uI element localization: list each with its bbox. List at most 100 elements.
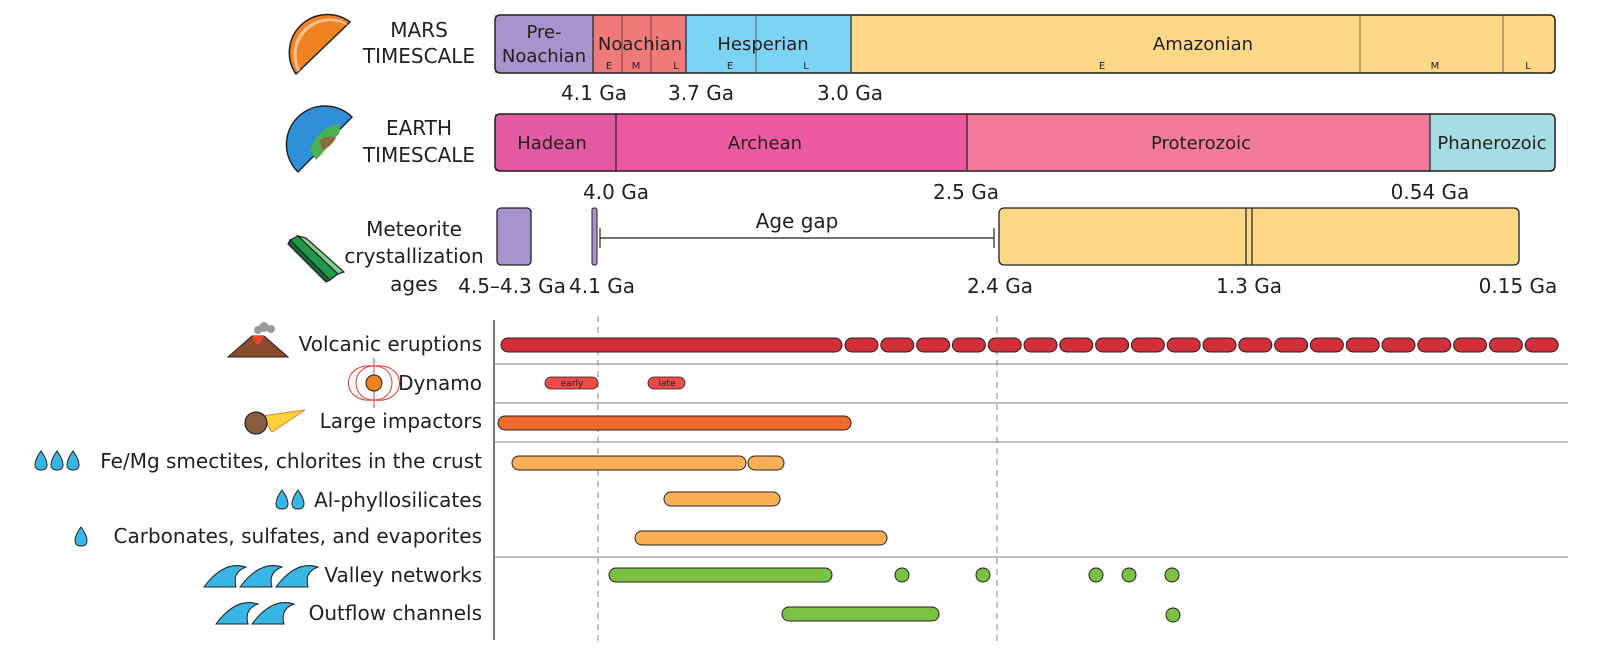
smectites-bars — [511, 455, 785, 471]
meteorite-young-block — [998, 207, 1520, 266]
hesperian-early: E — [727, 61, 733, 72]
outflow-channel-marks — [781, 606, 1181, 623]
outflow-main-bar — [781, 606, 940, 622]
volcanic-episode-bar — [1274, 337, 1309, 353]
mars-age-4.1: 4.1 Ga — [561, 81, 627, 105]
volcanic-episodic-bars — [844, 337, 1559, 353]
volcanic-episode-bar — [1524, 337, 1559, 353]
eon-proterozoic — [967, 114, 1430, 171]
valley-dot-3 — [1088, 567, 1104, 583]
valley-dot-2 — [975, 567, 991, 583]
volcano-icon — [226, 322, 290, 358]
noachian-early: E — [606, 61, 612, 72]
meteorite-age-4.1: 4.1 Ga — [569, 274, 635, 298]
row-label-volcanic: Volcanic eruptions — [299, 332, 482, 356]
eon-archean — [616, 114, 967, 171]
volcanic-episode-bar — [1345, 337, 1380, 353]
dynamo-early-bar — [544, 376, 599, 390]
amazonian-label: Amazonian — [1153, 34, 1253, 55]
mars-title-line2: TIMESCALE — [362, 44, 475, 68]
valley-dot-5 — [1164, 567, 1180, 583]
earth-age-0.54: 0.54 Ga — [1391, 180, 1470, 204]
row-label-phyllosilicates: Al-phyllosilicates — [314, 488, 482, 512]
hadean-label: Hadean — [517, 133, 587, 154]
volcanic-episode-bar — [1023, 337, 1058, 353]
earth-title-line2: TIMESCALE — [362, 143, 475, 167]
meteorite-age-1.3: 1.3 Ga — [1216, 274, 1282, 298]
earth-age-2.5: 2.5 Ga — [933, 180, 999, 204]
meteorite-age-2.4: 2.4 Ga — [967, 274, 1033, 298]
meteorite-title-line3: ages — [390, 272, 438, 296]
period-amazonian — [851, 15, 1555, 73]
waves-three-icon — [203, 565, 320, 588]
mars-icon — [288, 13, 352, 76]
carbonates-bar — [634, 530, 888, 546]
volcanic-episode-bar — [1417, 337, 1452, 353]
smectites-bar-1 — [511, 455, 747, 471]
amazonian-late: L — [1525, 61, 1531, 72]
row-label-outflow: Outflow channels — [309, 601, 482, 625]
meteorite-crystal-icon — [287, 234, 346, 283]
water-drops-two-icon — [275, 489, 305, 510]
volcanic-episode-bar — [1309, 337, 1344, 353]
row-label-dynamo: Dynamo — [398, 371, 482, 395]
eon-phanerozoic — [1430, 114, 1555, 171]
outflow-dot — [1165, 607, 1181, 623]
age-gap-bracket — [599, 228, 995, 248]
valley-main-bar — [608, 567, 833, 583]
dynamo-bars: early late — [544, 376, 686, 390]
valley-dot-4 — [1121, 567, 1137, 583]
mars-timescale-bar — [494, 14, 1556, 74]
water-drop-one-icon — [74, 526, 88, 547]
dynamo-early-label: early — [561, 379, 584, 389]
meteorite-old-block — [496, 207, 532, 266]
pre-noachian-label-1: Pre- — [526, 22, 561, 43]
volcanic-episode-bar — [1059, 337, 1094, 353]
volcanic-episode-bar — [1202, 337, 1237, 353]
mars-title-line1: MARS — [390, 18, 448, 42]
earth-timescale-bar — [494, 113, 1556, 172]
eon-hadean — [495, 114, 616, 171]
volcanic-episode-bar — [1381, 337, 1416, 353]
volcanic-episode-bar — [844, 337, 879, 353]
amazonian-middle: M — [1431, 61, 1440, 72]
dynamo-late-label: late — [658, 379, 676, 389]
row-label-carbonates: Carbonates, sulfates, and evaporites — [114, 524, 482, 548]
noachian-label: Noachian — [598, 34, 682, 55]
volcanic-episode-bar — [987, 337, 1022, 353]
volcanic-main-bar — [500, 337, 843, 353]
noachian-middle: M — [632, 61, 641, 72]
meteorite-age-4.5-4.3: 4.5–4.3 Ga — [458, 274, 566, 298]
earth-title-line1: EARTH — [386, 116, 452, 140]
mars-age-3.7: 3.7 Ga — [668, 81, 734, 105]
archean-label: Archean — [728, 133, 802, 154]
volcanic-episode-bar — [1130, 337, 1165, 353]
proterozoic-label: Proterozoic — [1151, 133, 1251, 154]
phyllosilicates-bar — [663, 491, 781, 507]
row-label-valley: Valley networks — [324, 563, 482, 587]
volcanic-episode-bar — [880, 337, 915, 353]
volcanic-episode-bar — [916, 337, 951, 353]
valley-network-marks — [608, 567, 1180, 583]
row-label-impactors: Large impactors — [320, 409, 482, 433]
phanerozoic-label: Phanerozoic — [1437, 133, 1546, 154]
meteor-icon — [244, 409, 306, 435]
mars-age-3.0: 3.0 Ga — [817, 81, 883, 105]
valley-dot-1 — [894, 567, 910, 583]
water-drops-three-icon — [34, 450, 80, 471]
meteorite-title-line2: crystallization — [344, 244, 483, 268]
dynamo-icon — [348, 358, 400, 408]
dynamo-late-bar — [647, 376, 686, 390]
period-hesperian — [686, 15, 851, 73]
earth-age-4.0: 4.0 Ga — [583, 180, 649, 204]
period-noachian — [593, 15, 686, 73]
meteorite-age-0.15: 0.15 Ga — [1479, 274, 1558, 298]
age-gap-label: Age gap — [756, 209, 839, 233]
impactors-bar — [497, 415, 852, 431]
earth-icon — [285, 105, 354, 174]
activity-grid — [493, 316, 1568, 642]
row-label-smectites: Fe/Mg smectites, chlorites in the crust — [100, 449, 482, 473]
meteorite-title-line1: Meteorite — [366, 217, 462, 241]
